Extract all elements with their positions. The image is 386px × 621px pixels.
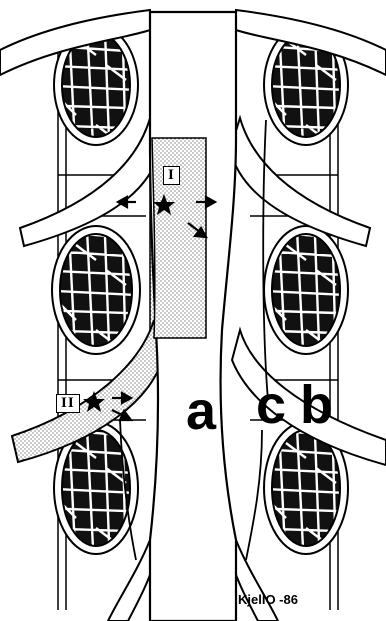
artist-signature: KjellO -86 — [238, 592, 298, 607]
region-two-label: II — [56, 394, 80, 413]
nerve-root-label: c — [256, 378, 286, 432]
spinal-cord-label: a — [186, 384, 216, 438]
spinal-nerve-label: b — [300, 378, 333, 432]
region-one-label: I — [163, 166, 180, 185]
